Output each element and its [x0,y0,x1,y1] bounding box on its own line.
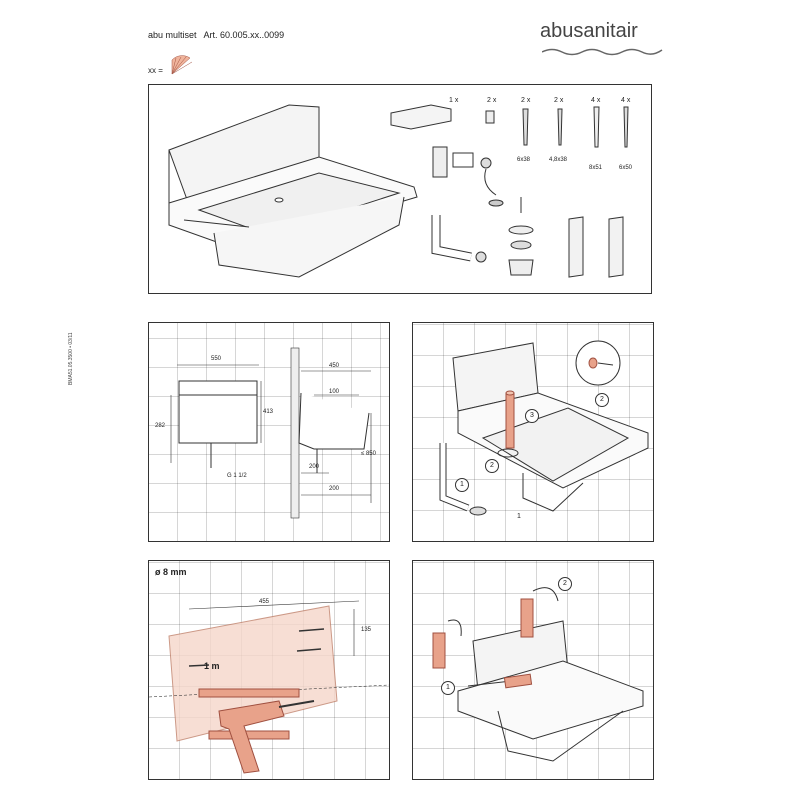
product-title: abu multiset Art. 60.005.xx..0099 [148,30,284,40]
size-6x50: 6x50 [619,165,633,171]
panel-dimensions: 550 450 100 413 282 200 200 ≤ 850 G 1 1/… [148,322,390,542]
panel-mounting: 1 2 [412,560,654,780]
dim-450: 450 [329,363,340,369]
size-8x51: 8x51 [589,165,603,171]
brand-wave [542,48,663,56]
drill-size: ø 8 mm [155,567,187,577]
qty-screw-c: 4 x [621,97,631,104]
size-4-8x38: 4,8x38 [549,157,568,163]
qty-screw-b: 2 x [554,97,564,104]
article-number: Art. 60.005.xx..0099 [203,30,285,40]
color-fan-icon [171,55,193,75]
parts-drawing [390,104,629,278]
sink-drawing [168,104,418,278]
dim-135: 135 [361,627,372,633]
panel-drilling: ø 8 mm 455 135 1 m [148,560,390,780]
level-height: 1 m [204,661,220,671]
drilling-drawing [149,600,389,774]
dim-550: 550 [211,356,222,362]
dim-282: 282 [155,423,166,429]
qty-bracket: 2 x [487,97,497,104]
dim-850: ≤ 850 [361,451,376,457]
dim-413: 413 [263,409,274,415]
step-1-badge: 1 [441,681,455,695]
product-name: abu multiset [148,30,197,40]
step-2-badge: 2 [485,459,499,473]
qty-plug: 4 x [591,97,601,104]
dim-100: 100 [329,389,340,395]
dim-200-a: 200 [309,464,320,470]
qty-screw-a: 2 x [521,97,531,104]
panel-drain-assembly: 3 2 1 2 1 [412,322,654,542]
color-code-label: xx = [148,66,163,75]
step-1-bottom-label: 1 [517,513,521,520]
dim-200-b: 200 [329,486,340,492]
step-1-badge: 1 [455,478,469,492]
panel-parts: 1 x 2 x 2 x 2 x 4 x 4 x 6x38 4,8x38 8x51 [148,84,652,294]
step-2-detail-badge: 2 [595,393,609,407]
brand-logo: abusanitair [540,20,680,60]
step-2-badge: 2 [558,577,572,591]
document-code: BMA51.05.3500 • 03/11 [68,332,74,385]
mounting-drawing [432,587,644,762]
dimension-drawing [170,347,372,519]
step-3-badge: 3 [525,409,539,423]
brand-name: abusanitair [540,20,638,42]
thread-size: G 1 1/2 [227,473,247,479]
size-6x38: 6x38 [517,157,531,163]
drain-drawing [439,340,649,516]
dim-455: 455 [259,599,270,605]
qty-shelf: 1 x [449,97,459,104]
